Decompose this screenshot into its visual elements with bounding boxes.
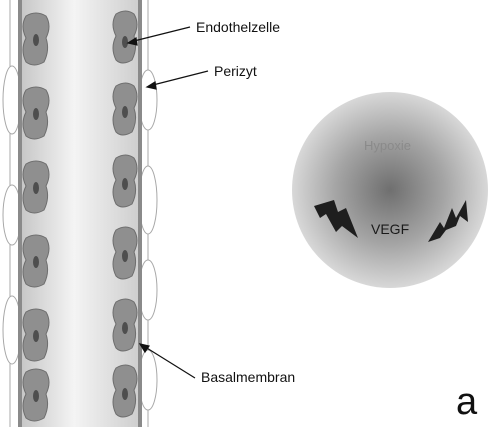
- perizyt-leader: [149, 71, 208, 86]
- basalmembran-label: Basalmembran: [201, 369, 295, 385]
- endothelzelle-label: Endothelzelle: [196, 19, 280, 35]
- hypoxie-label: Hypoxie: [364, 138, 411, 153]
- hypoxia-region: [292, 92, 488, 288]
- basement-membrane-right: [138, 0, 142, 427]
- blood-vessel: [3, 0, 157, 427]
- perizyt-label: Perizyt: [214, 63, 257, 79]
- basement-membrane-left: [18, 0, 22, 427]
- vegf-label: VEGF: [371, 221, 409, 237]
- panel-letter: a: [456, 383, 477, 421]
